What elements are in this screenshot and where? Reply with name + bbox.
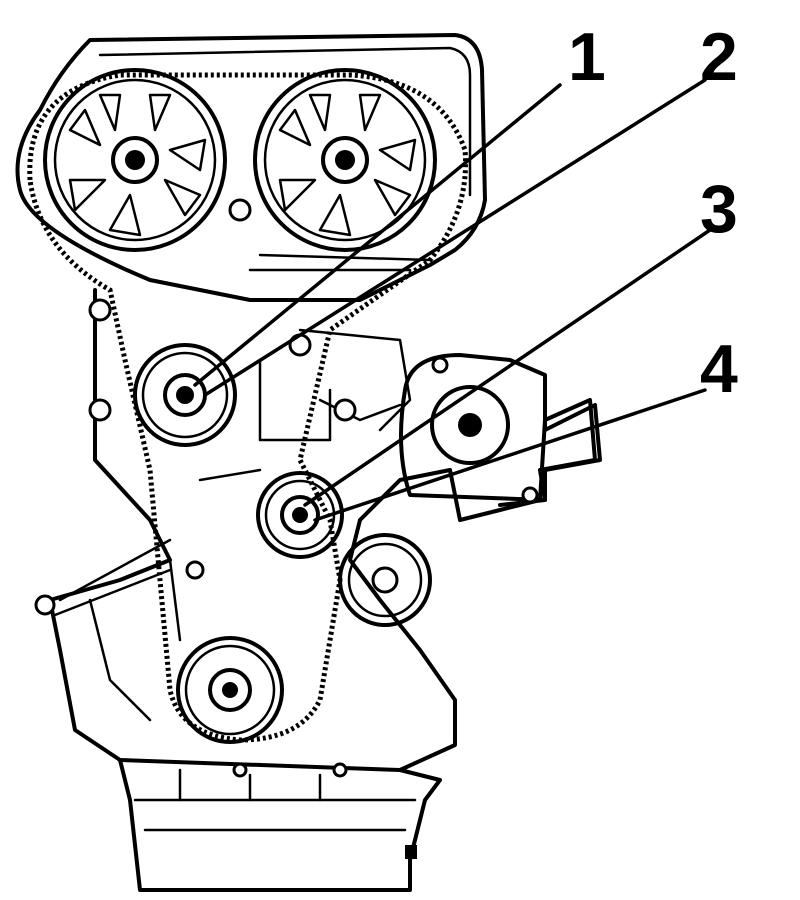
- camshaft-sprocket-right: [253, 68, 437, 252]
- idler-pulley: [256, 471, 344, 559]
- callout-2: 2: [700, 19, 738, 95]
- callout-3: 3: [700, 171, 738, 247]
- crankshaft-sprocket: [176, 636, 284, 744]
- water-pump-housing: [399, 353, 602, 504]
- callout-1: 1: [568, 19, 606, 95]
- callout-4: 4: [700, 331, 738, 407]
- upper-timing-cover: [15, 33, 487, 302]
- timing-belt: [27, 72, 469, 743]
- bolt-boss-upper: [228, 198, 252, 222]
- leader-line-3: [303, 228, 712, 507]
- oil-pan: [118, 758, 442, 892]
- leader-lines: [193, 78, 712, 522]
- auxiliary-pulley: [338, 533, 432, 627]
- leader-line-1: [193, 83, 562, 387]
- callout-labels: 1 2 3 4: [568, 19, 738, 407]
- engine-block: [34, 288, 597, 772]
- tensioner-pulley: [133, 343, 237, 447]
- leader-line-4: [313, 388, 707, 522]
- camshaft-sprocket-left: [43, 68, 227, 252]
- leader-line-2: [203, 78, 707, 397]
